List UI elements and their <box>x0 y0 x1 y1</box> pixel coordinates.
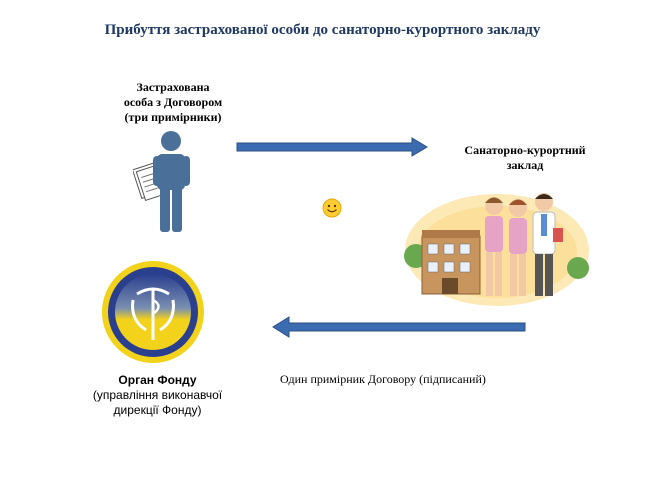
fund-logo <box>100 260 206 369</box>
fund-body-label: Орган Фонду (управління виконавчої дирек… <box>80 373 235 418</box>
arrow-right-icon <box>236 137 428 162</box>
insured-person-line2: особа з Договором <box>123 95 223 109</box>
insured-person-label: Застрахована особа з Договором (три прим… <box>108 80 238 125</box>
fund-body-line1: Орган Фонду <box>118 373 197 387</box>
sanatorium-label: Санаторно-курортний заклад <box>455 143 595 173</box>
fund-body-line3: дирекції Фонду) <box>113 403 202 417</box>
fund-body-line2: (управління виконавчої <box>92 388 223 402</box>
insured-person-line3: (три примірники) <box>124 110 222 124</box>
contract-copy-label: Один примірник Договору (підписаний) <box>280 372 486 386</box>
sanatorium-line1: Санаторно-курортний <box>464 143 586 157</box>
building-with-staff-icon <box>402 178 592 315</box>
smiley-icon <box>322 198 342 223</box>
insured-person-line1: Застрахована <box>136 80 210 94</box>
person-with-documents-icon <box>131 130 193 239</box>
sanatorium-line2: заклад <box>506 158 544 172</box>
page-title: Прибуття застрахованої особи до санаторн… <box>104 22 541 38</box>
arrow-left-icon <box>272 316 526 343</box>
